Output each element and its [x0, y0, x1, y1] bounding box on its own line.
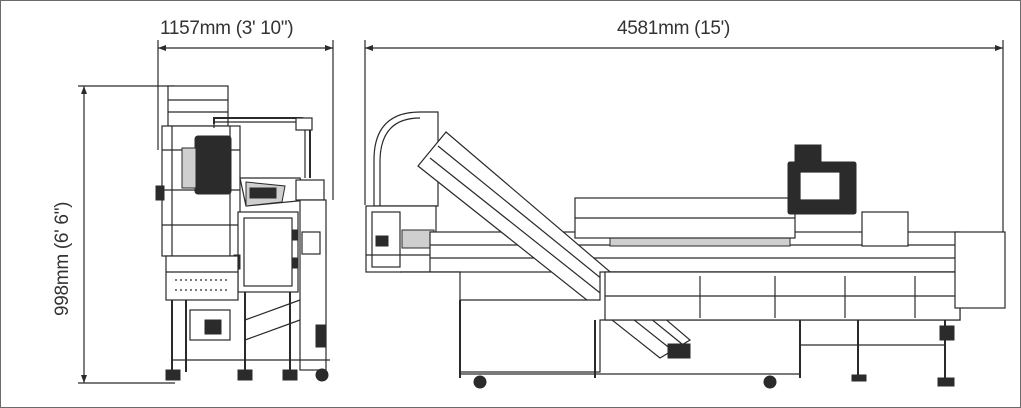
front-length-dimension-label: 4581mm (15'): [617, 18, 731, 39]
width-dimension-line: [157, 40, 334, 200]
front-view-machine: [365, 111, 1006, 389]
side-view-machine: [155, 85, 330, 382]
length-dimension-line: [364, 40, 1004, 232]
height-dimension-line: [78, 85, 175, 384]
height-dimension-label: 998mm (6' 6"): [52, 201, 73, 316]
side-width-dimension-label: 1157mm (3' 10"): [160, 18, 294, 39]
